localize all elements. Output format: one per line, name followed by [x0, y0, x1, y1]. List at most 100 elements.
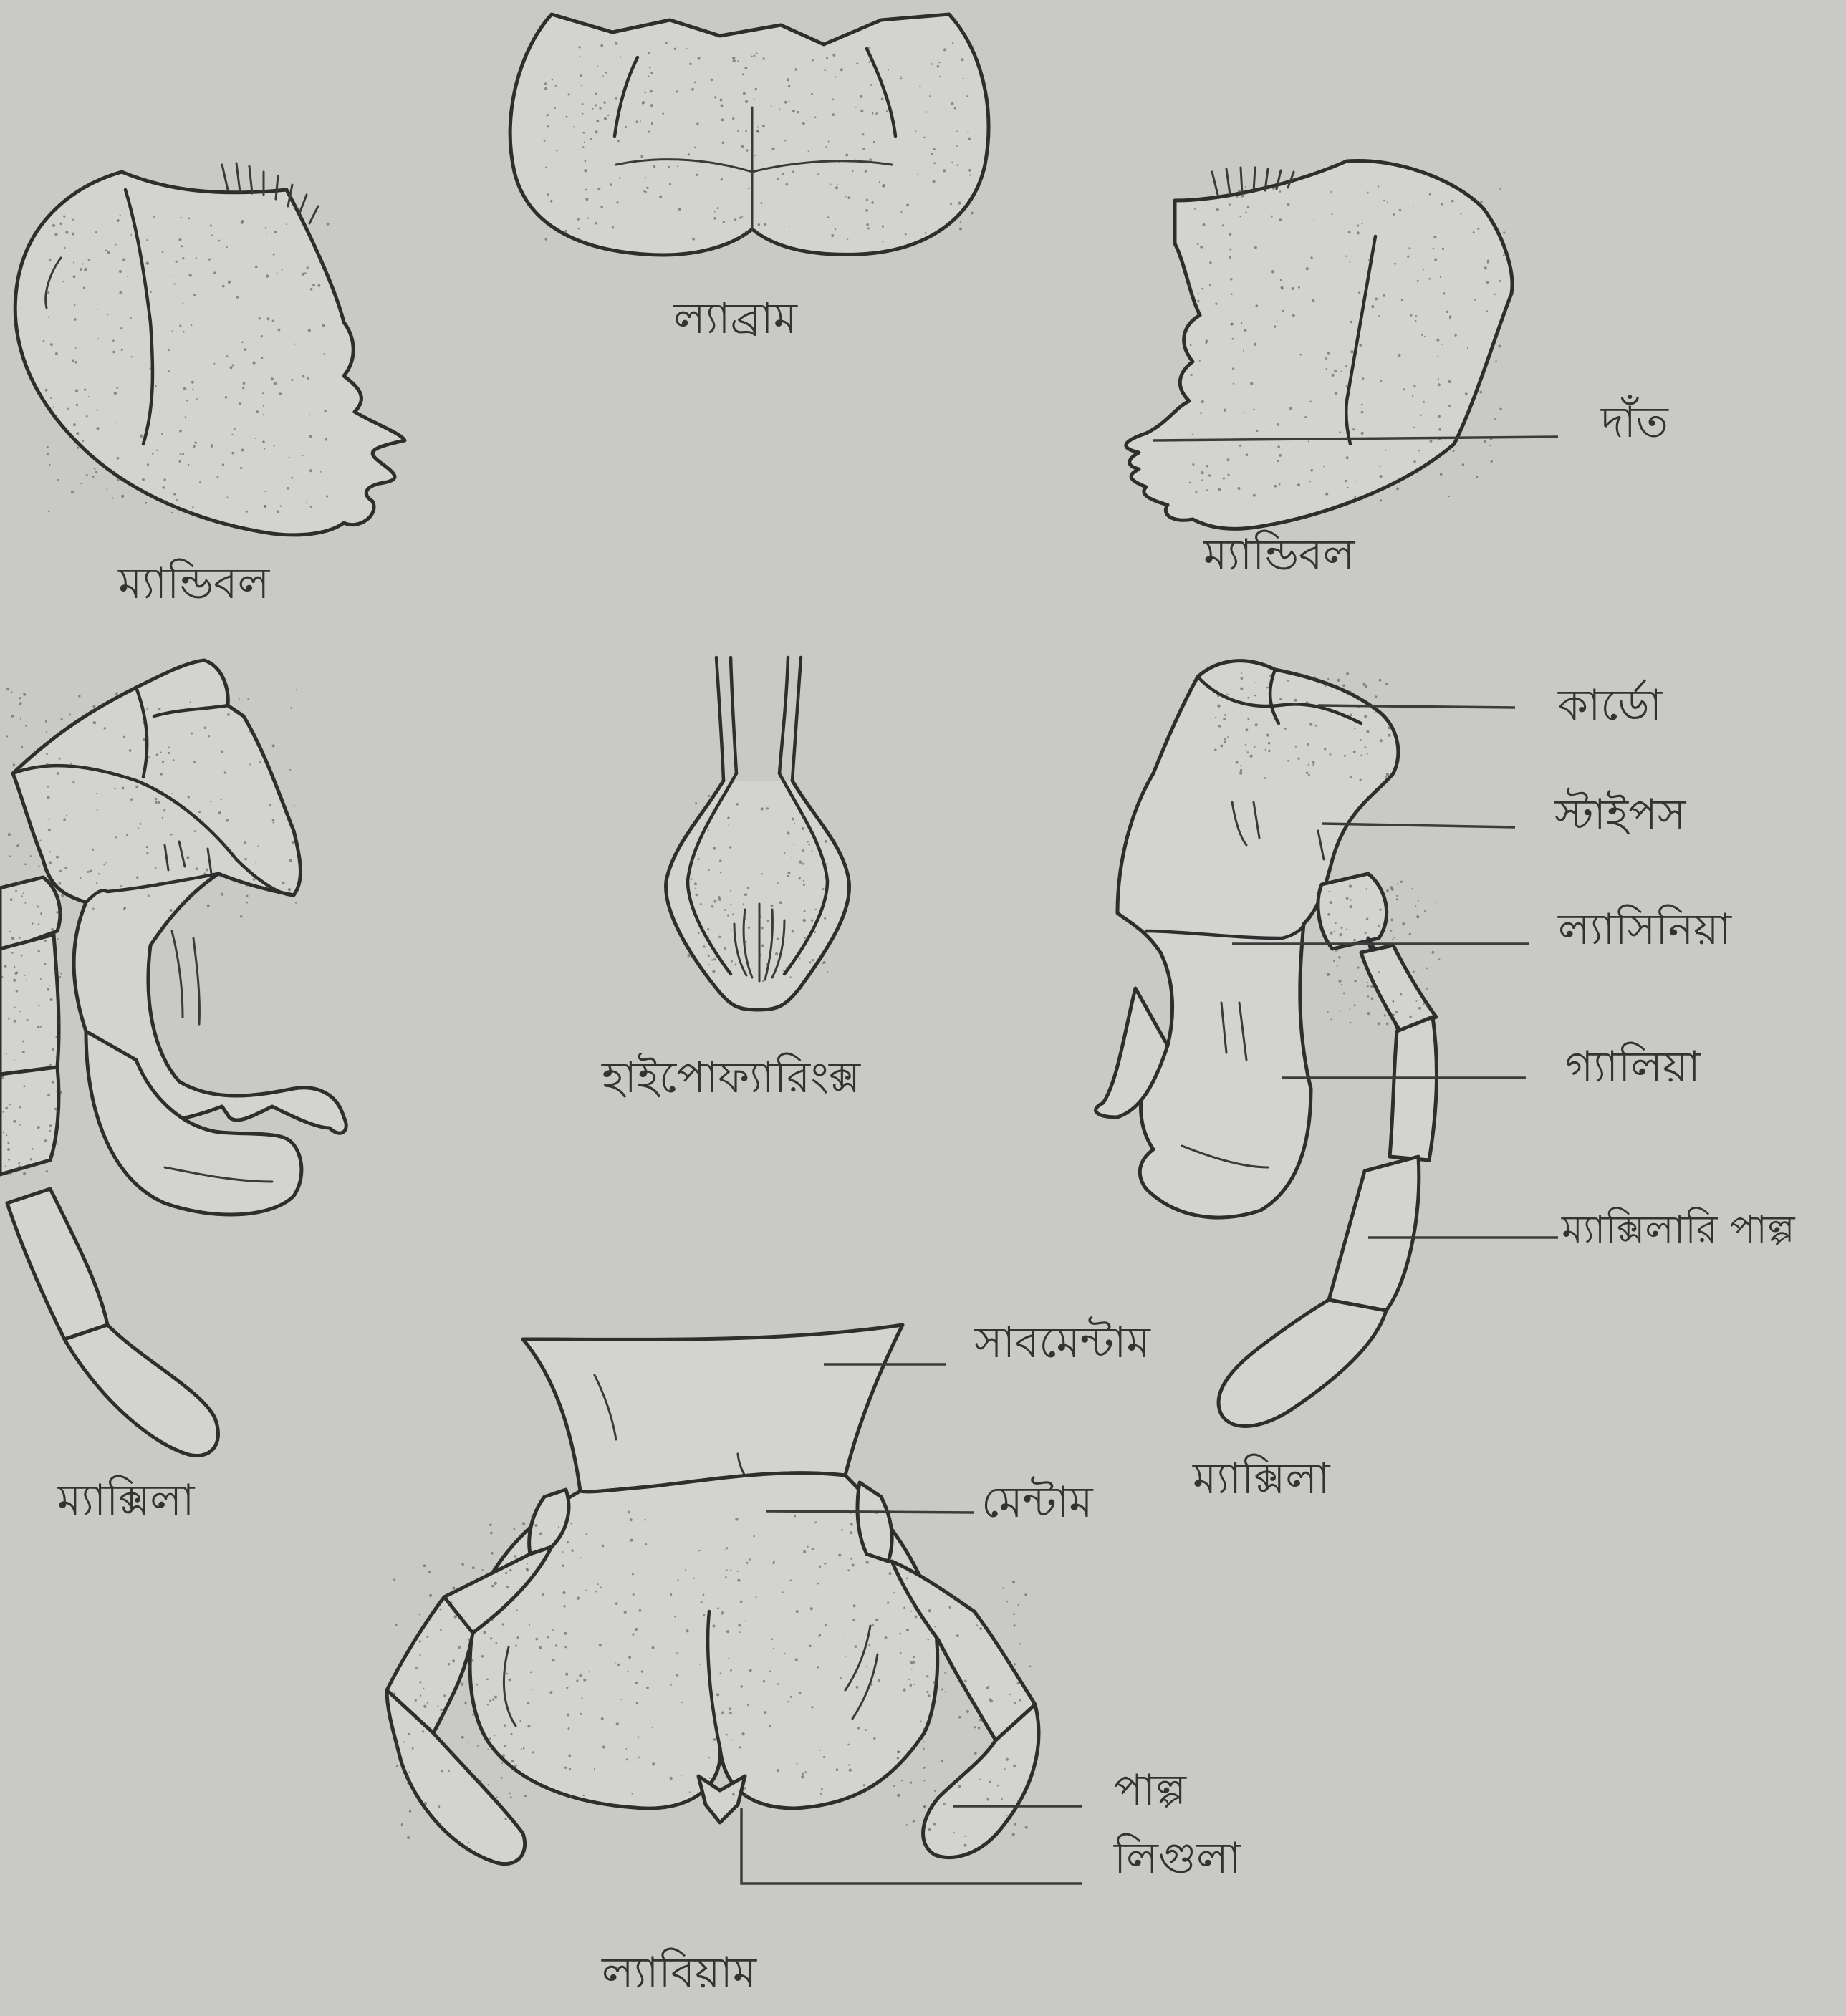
stipple-dot	[803, 919, 806, 922]
stipple-dot	[791, 857, 792, 858]
stipple-dot	[915, 130, 916, 132]
stipple-dot	[700, 903, 702, 905]
stipple-dot	[1354, 728, 1355, 729]
stipple-dot	[1017, 1800, 1020, 1803]
stipple-dot	[327, 223, 330, 226]
stipple-dot	[562, 1591, 565, 1594]
stipple-dot	[1448, 380, 1451, 383]
stipple-dot	[1327, 352, 1330, 355]
stipple-dot	[1255, 682, 1256, 683]
stipple-dot	[721, 118, 724, 121]
stipple-dot	[515, 1645, 517, 1647]
stipple-dot	[1268, 750, 1271, 753]
stipple-dot	[511, 1760, 514, 1762]
stipple-dot	[279, 505, 281, 506]
stipple-dot	[784, 101, 787, 104]
hypopharynx-drawing	[666, 657, 850, 1010]
stipple-dot	[954, 107, 956, 110]
stipple-dot	[451, 1602, 452, 1603]
stipple-dot	[812, 59, 814, 62]
stipple-dot	[1274, 485, 1277, 488]
stipple-dot	[569, 1768, 571, 1770]
stipple-dot	[771, 905, 774, 907]
stipple-dot	[737, 60, 739, 62]
stipple-dot	[1334, 370, 1337, 372]
stipple-dot	[799, 1692, 802, 1694]
stipple-dot	[697, 858, 699, 860]
stipple-dot	[1269, 675, 1271, 677]
stipple-dot	[173, 493, 176, 496]
stipple-dot	[8, 833, 11, 836]
stipple-dot	[777, 1769, 779, 1772]
stipple-dot	[24, 975, 26, 976]
stipple-dot	[1367, 995, 1369, 997]
stipple-dot	[482, 1569, 484, 1571]
stipple-dot	[811, 850, 812, 852]
stipple-dot	[19, 697, 21, 699]
stipple-dot	[941, 1688, 943, 1690]
stipple-dot	[820, 1793, 822, 1795]
stipple-dot	[1294, 699, 1297, 702]
stipple-dot	[595, 105, 597, 107]
stipple-dot	[168, 370, 170, 372]
stipple-dot	[1499, 280, 1501, 282]
stipple-dot	[1371, 997, 1374, 1000]
stipple-dot	[231, 434, 233, 435]
stipple-dot	[274, 382, 277, 385]
stipple-dot	[668, 166, 670, 168]
stipple-dot	[114, 392, 117, 395]
stipple-dot	[221, 893, 223, 896]
stipple-dot	[51, 928, 53, 930]
stipple-dot	[516, 1636, 519, 1639]
stipple-dot	[708, 1757, 710, 1758]
stipple-dot	[160, 773, 162, 775]
stipple-dot	[62, 281, 64, 282]
stipple-dot	[1268, 742, 1271, 745]
stipple-dot	[632, 1633, 634, 1635]
stipple-dot	[923, 1747, 925, 1750]
stipple-dot	[711, 905, 713, 907]
stipple-dot	[906, 1577, 908, 1579]
stipple-dot	[8, 1018, 9, 1019]
stipple-dot	[203, 873, 206, 875]
stipple-dot	[1222, 224, 1224, 226]
stipple-dot	[509, 1793, 511, 1795]
stipple-dot	[1334, 930, 1335, 932]
stipple-dot	[1013, 1765, 1016, 1767]
stipple-dot	[10, 1173, 11, 1175]
stipple-dot	[261, 357, 263, 359]
stipple-dot	[740, 236, 743, 238]
stipple-dot	[46, 753, 48, 755]
stipple-dot	[1201, 471, 1203, 474]
stipple-dot	[1380, 739, 1383, 742]
stipple-dot	[713, 847, 716, 850]
stipple-dot	[1231, 323, 1233, 325]
stipple-dot	[703, 1593, 705, 1596]
stipple-dot	[923, 1767, 926, 1769]
stipple-dot	[585, 198, 588, 201]
stipple-dot	[956, 1634, 959, 1637]
stipple-dot	[40, 912, 42, 915]
stipple-dot	[1438, 428, 1441, 431]
stipple-dot	[568, 1755, 571, 1757]
stipple-dot	[1188, 284, 1191, 287]
stipple-dot	[941, 1760, 943, 1762]
stipple-dot	[1006, 1815, 1007, 1816]
stipple-dot	[155, 798, 158, 801]
stipple-dot	[74, 304, 75, 306]
stipple-dot	[1236, 196, 1238, 198]
stipple-dot	[1247, 718, 1249, 720]
stipple-dot	[787, 831, 789, 834]
stipple-dot	[75, 347, 77, 349]
stipple-dot	[695, 802, 697, 804]
stipple-dot	[749, 1669, 751, 1672]
stipple-dot	[292, 841, 294, 844]
stipple-dot	[419, 1614, 421, 1616]
stipple-dot	[1227, 736, 1229, 738]
stipple-dot	[122, 786, 125, 789]
stipple-dot	[1378, 1022, 1380, 1025]
stipple-dot	[1338, 980, 1341, 983]
stipple-dot	[97, 338, 99, 339]
stipple-dot	[1495, 360, 1496, 362]
stipple-dot	[532, 1751, 534, 1753]
